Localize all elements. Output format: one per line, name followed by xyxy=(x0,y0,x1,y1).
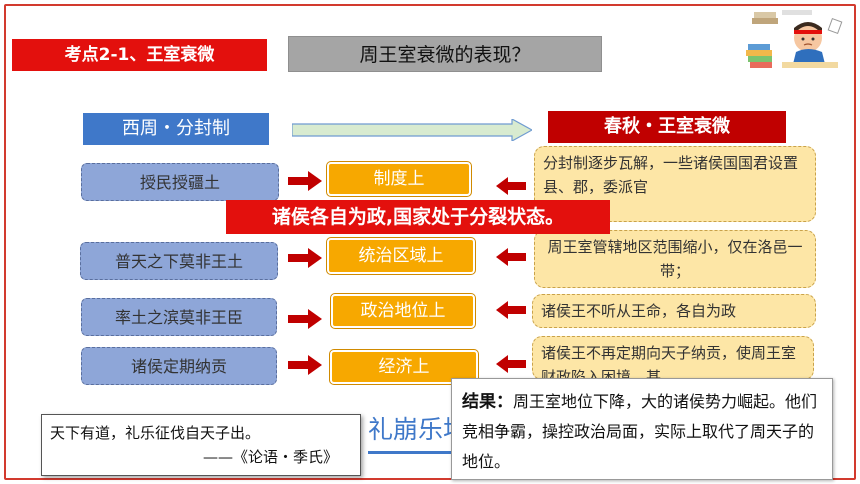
red-arrow-right-icon xyxy=(288,309,322,329)
left-item-1: 授民授疆土 xyxy=(81,163,279,201)
middle-item-3: 政治地位上 xyxy=(330,293,476,329)
student-studying-illustration xyxy=(746,10,843,68)
right-item-4: 诸侯王不再定期向天子纳贡，使周王室财政陷入困境，甚 xyxy=(532,336,814,380)
arrow-right-icon xyxy=(292,119,532,141)
topic-tag: 考点2-1、王室衰微 xyxy=(12,39,267,71)
red-arrow-right-icon xyxy=(288,171,322,191)
red-arrow-left-icon xyxy=(496,301,526,319)
red-arrow-left-icon xyxy=(496,355,526,373)
left-item-4: 诸侯定期纳贡 xyxy=(81,347,277,385)
libeng-yuehuai-label: 礼崩乐坏 xyxy=(368,410,458,454)
quote-line: 天下有道，礼乐征伐自天子出。 xyxy=(50,424,261,442)
slide-frame xyxy=(4,4,856,480)
result-text: 周王室地位下降，大的诸侯势力崛起。他们竞相争霸，操控政治局面，实际上取代了周天子… xyxy=(462,392,818,471)
question-title: 周王室衰微的表现？ xyxy=(288,36,602,72)
column-header-spring-autumn: 春秋・王室衰微 xyxy=(548,111,786,143)
conclusion-banner: 诸侯各自为政,国家处于分裂状态。 xyxy=(226,200,610,234)
result-label: 结果： xyxy=(462,392,513,412)
column-header-western-zhou: 西周・分封制 xyxy=(83,113,269,145)
right-item-3: 诸侯王不听从王命，各自为政 xyxy=(532,294,816,328)
red-arrow-right-icon xyxy=(288,355,322,375)
red-arrow-left-icon xyxy=(496,177,526,195)
middle-item-2: 统治区域上 xyxy=(326,237,476,275)
red-arrow-right-icon xyxy=(288,248,322,268)
red-arrow-left-icon xyxy=(496,248,526,266)
quote-box: 天下有道，礼乐征伐自天子出。 ——《论语・季氏》 xyxy=(41,414,361,476)
left-item-2: 普天之下莫非王土 xyxy=(80,242,278,280)
middle-item-1: 制度上 xyxy=(326,161,472,197)
left-item-3: 率土之滨莫非王臣 xyxy=(81,298,277,336)
result-box: 结果：周王室地位下降，大的诸侯势力崛起。他们竞相争霸，操控政治局面，实际上取代了… xyxy=(451,378,833,480)
right-item-2: 周王室管辖地区范围缩小，仅在洛邑一带； xyxy=(534,230,816,288)
quote-source: ——《论语・季氏》 xyxy=(202,448,338,466)
